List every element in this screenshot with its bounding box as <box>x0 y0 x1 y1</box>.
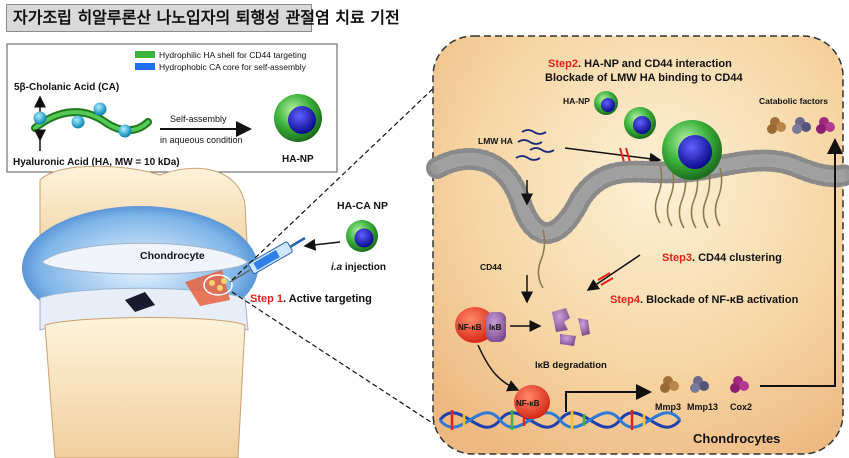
ha-np-label: HA-NP <box>282 154 314 165</box>
aqueous-label: in aqueous condition <box>160 135 243 145</box>
ca-bead <box>71 115 85 129</box>
dna-helix <box>438 410 682 430</box>
ikb-label: IκB <box>489 323 502 332</box>
page-title: 자가조립 히알루론산 나노입자의 퇴행성 관절염 치료 기전 <box>6 4 400 32</box>
legend-shell-swatch <box>135 51 155 58</box>
legend-core-label: Hydrophobic CA core for self-assembly <box>159 62 307 72</box>
mmp3-icon <box>660 376 679 393</box>
ikb-protein <box>486 312 506 342</box>
step2-label: Step2. HA-NP and CD44 interaction <box>548 58 732 70</box>
step3-label: Step3. CD44 clustering <box>662 252 782 264</box>
legend-core-swatch <box>135 63 155 70</box>
mmp13-label: Mmp13 <box>687 402 718 412</box>
chondrocytes-label: Chondrocytes <box>693 431 780 446</box>
step1-label: Step 1. Active targeting <box>250 293 372 305</box>
catabolic-factors-icon <box>767 117 835 134</box>
catabolic-label: Catabolic factors <box>759 96 828 106</box>
mmp3-label: Mmp3 <box>655 402 681 412</box>
cd44-label: CD44 <box>480 262 502 272</box>
ca-bead <box>33 111 47 125</box>
ikb-fragments <box>552 308 590 346</box>
chondrocyte-panel: Step2. HA-NP and CD44 interaction Blocka… <box>426 35 849 455</box>
cox2-icon <box>730 376 749 393</box>
nfkb-protein <box>455 307 495 343</box>
lmwha-label: LMW HA <box>478 136 513 146</box>
ca-label: 5β-Cholanic Acid (CA) <box>14 82 119 93</box>
self-assembly-label: Self-assembly <box>170 114 227 124</box>
synthesis-panel: Hydrophilic HA shell for CD44 targeting … <box>6 43 338 173</box>
nfkb-label: NF-κB <box>458 323 482 332</box>
mmp13-icon <box>690 376 709 393</box>
legend-shell-label: Hydrophilic HA shell for CD44 targeting <box>159 50 307 60</box>
nfkb-dna-protein <box>514 385 550 419</box>
syringe-icon <box>229 236 306 283</box>
ca-bead <box>93 102 107 116</box>
cox2-label: Cox2 <box>730 402 752 412</box>
cd44-cluster <box>537 164 723 289</box>
knee-joint: Chondrocyte HA-CA NP i.a injection Step … <box>22 81 441 458</box>
hanp-label: HA-NP <box>563 96 590 106</box>
ikb-degradation-label: IκB degradation <box>535 360 607 371</box>
ha-ca-np-label: HA-CA NP <box>337 200 388 212</box>
ca-bead <box>118 124 132 138</box>
step4-label: Step4. Blockade of NF-κB activation <box>610 294 799 306</box>
nfkb-dna-label: NF-κB <box>516 399 540 408</box>
injection-label: i.a injection <box>331 262 386 273</box>
step2-subtitle: Blockade of LMW HA binding to CD44 <box>545 72 743 84</box>
blocked-binding-arrow <box>564 147 662 165</box>
chondrocyte-label: Chondrocyte <box>140 250 205 262</box>
ha-label: Hyaluronic Acid (HA, MW = 10 kDa) <box>13 157 180 168</box>
